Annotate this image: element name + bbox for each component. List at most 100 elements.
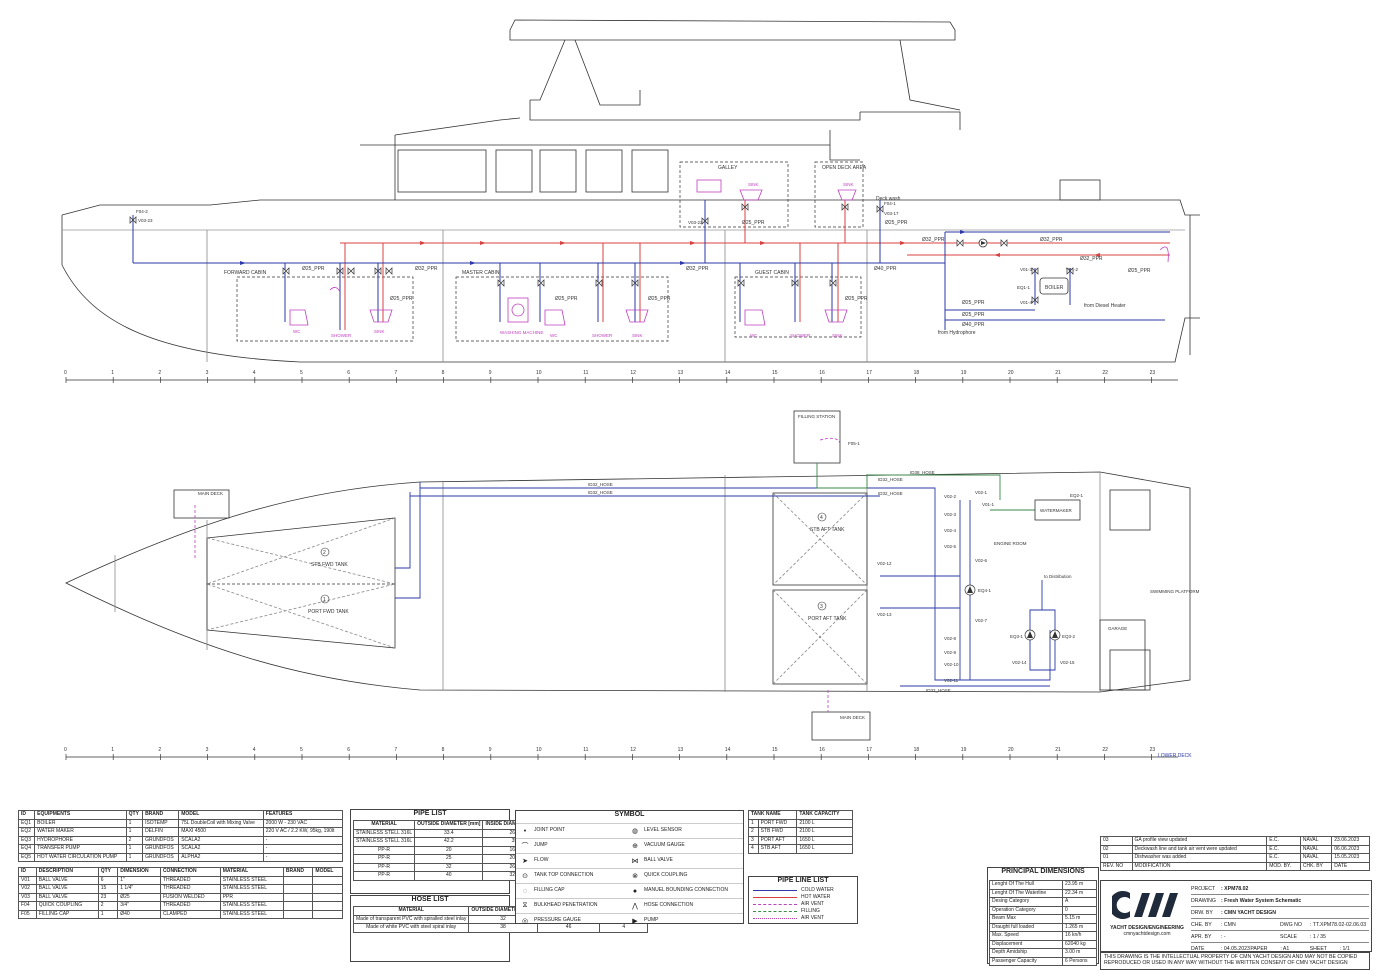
profile-ruler-tick-label: 3 (206, 370, 209, 376)
tank-cell: 2100 L (796, 827, 853, 837)
symbol-left-label: PRESSURE GAUGE (534, 917, 581, 924)
symbol-row: ⌒JUMP⊕VACUUM GAUGE (516, 838, 743, 853)
tank-3-name: PORT AFT TANK (808, 616, 847, 622)
title-block-field-value: : CMN YACHT DESIGN (1221, 909, 1277, 916)
shower-master-label: SHOWER (592, 333, 613, 338)
tank-1-name: PORT FWD TANK (308, 609, 349, 615)
dimension-cell: 5.15 m (1062, 914, 1097, 924)
aft-tank-cross (772, 492, 868, 685)
hose-header-cell: MATERIAL (352, 906, 470, 916)
valve-tag-v02-9: V02-9 (944, 650, 957, 655)
dimension-cell: Displacement (988, 939, 1064, 949)
filling-line (816, 463, 1001, 500)
dimension-cell: Depth Amidship (988, 948, 1064, 958)
deck-sheer (61, 199, 1200, 216)
valve-cell (282, 884, 314, 894)
hose-label-4: ID32_HOSE (878, 491, 903, 496)
tank-1-marker (320, 594, 330, 604)
dimension-cell: Lenght Of The Waterline (988, 888, 1064, 898)
valve-cell (312, 901, 343, 911)
symbol-right-icon: ● (632, 887, 638, 895)
equipment-cell: EQ1 (17, 818, 36, 828)
title-block-field: DRW. BY: CMN YACHT DESIGN (1191, 910, 1369, 916)
valve-cell: CLAMPED (159, 909, 221, 919)
equipment-header-cell: FEATURES (262, 810, 344, 820)
from-diesel-label: from Diesel Heater (1084, 303, 1126, 309)
plan-ruler-tick-label: 5 (300, 747, 303, 753)
pipe-cell: PP-R (352, 871, 416, 881)
symbol-legend-title: SYMBOL (614, 811, 645, 818)
title-block-field-label: DWG NO (1280, 921, 1302, 928)
plan-pump-arrows (967, 586, 1058, 638)
revision-cell: E.C. (1266, 836, 1301, 846)
valve-header-cell: DIMENSION (117, 867, 161, 877)
pipe-label-5: Ø32_PPR (922, 237, 945, 243)
title-block-field: SCALE: 1 / 35 (1280, 934, 1369, 940)
equipment-cell: 2000 W - 230 VAC (262, 818, 344, 828)
hose-row: Made of white PVC with steel spiral inla… (352, 923, 648, 933)
equipment-cell: SCALA2 (178, 844, 264, 854)
profile-ruler-tick-label: 16 (819, 370, 825, 376)
equipment-cell: TRANSFER PUMP (34, 844, 127, 854)
dimension-cell: Operation Category (988, 905, 1064, 915)
forward-cabin-box (236, 276, 414, 342)
dimension-cell: 3.00 m (1062, 948, 1097, 958)
plan-ruler-tick-label: 15 (772, 747, 778, 753)
revision-cell: MOD. BY. (1266, 861, 1301, 871)
dimension-cell: 62040 kg (1062, 939, 1097, 949)
valve-cell: BALL VALVE (35, 892, 99, 902)
revision-cell: NAVAL (1299, 844, 1333, 854)
symbol-left-icon: ◎ (521, 918, 529, 925)
tank-cell: 4 (748, 844, 759, 854)
valve-tag-v01-3: V01-3 (1020, 267, 1033, 272)
window-1 (397, 149, 487, 193)
equipment-cell: BOILER (34, 818, 127, 828)
hull-bottom (61, 264, 1200, 363)
dimension-cell: 23.95 m (1062, 880, 1097, 890)
symbol-right-label: VACUUM GAUGE (644, 842, 685, 849)
profile-ruler-tick-label: 13 (678, 370, 684, 376)
hardtop-aft (899, 39, 961, 111)
title-block-field-label: APR. BY (1191, 933, 1212, 940)
watermaker-label: WATERMAKER (1040, 508, 1073, 513)
symbol-left-label: BULKHEAD PENETRATION (534, 902, 598, 909)
profile-ruler-tick-label: 4 (253, 370, 256, 376)
valve-cell: BALL VALVE (35, 875, 99, 885)
pipe-list-title: PIPE LIST (413, 810, 447, 817)
principal-dimensions-title: PRINCIPAL DIMENSIONS (1001, 868, 1085, 875)
tank-1-num: 1 (323, 597, 326, 603)
plan-view: FILLING STATION F05-1 MAIN DECK MAIN DEC… (64, 410, 1200, 760)
profile-ruler-tick-label: 18 (914, 370, 920, 376)
pipe-cell: PP-R (352, 854, 416, 864)
valve-cell (282, 909, 314, 919)
window-3 (539, 149, 577, 193)
plan-ruler-tick-label: 9 (489, 747, 492, 753)
valve-tag-v02-1: V02-1 (975, 490, 988, 495)
symbol-row: ◎PRESSURE GAUGE▶PUMP (516, 913, 743, 928)
plan-ruler-tick-label: 16 (819, 747, 825, 753)
revision-cell: 02 (1100, 844, 1133, 854)
valve-cell: Ø25 (117, 892, 161, 902)
window-5 (631, 149, 669, 193)
valve-cell: THREADED (159, 884, 221, 894)
tank-cell: 2 (748, 827, 759, 837)
garage-label: GARAGE (1108, 626, 1127, 631)
wc-master-label: WC (550, 333, 558, 338)
filling-station-box (793, 410, 841, 464)
plan-ruler-tick-label: 7 (394, 747, 397, 753)
stair-box-2 (1109, 649, 1151, 691)
valve-cell: 1" (117, 875, 161, 885)
port-aft-tank (772, 589, 868, 685)
sink-forward-icon (369, 309, 393, 323)
pipe-label-1: Ø25_PPR (302, 266, 325, 272)
galley-box (679, 161, 789, 228)
